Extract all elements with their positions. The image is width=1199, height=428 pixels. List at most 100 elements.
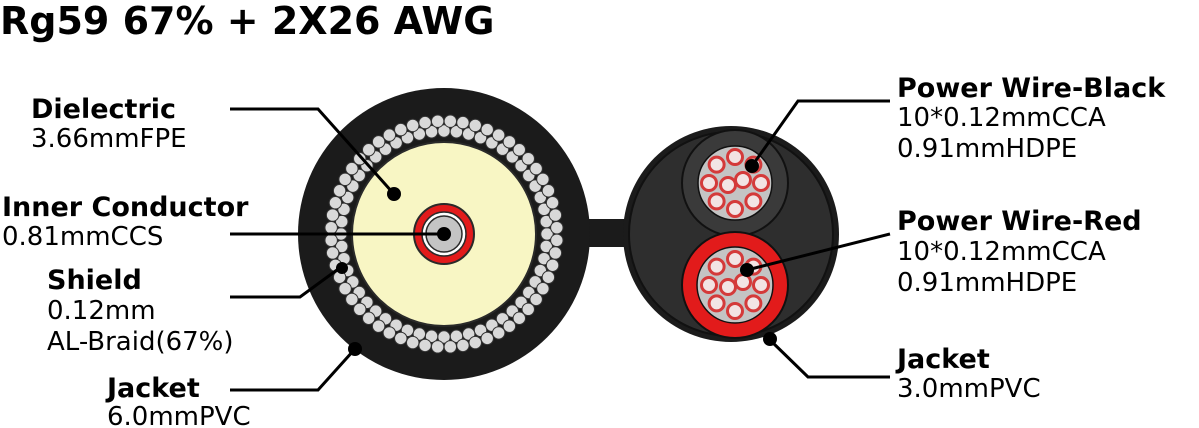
braid-strand <box>456 115 470 130</box>
label-power-black-line2: 0.91mmHDPE <box>897 134 1077 164</box>
braid-strand <box>338 281 352 296</box>
label-shield-line2: AL-Braid(67%) <box>47 327 234 357</box>
leader-dot-power-black <box>745 159 759 173</box>
braid-strand <box>512 311 526 325</box>
braid-strand <box>550 233 564 248</box>
red-wire-strands <box>700 250 770 320</box>
label-shield-name: Shield <box>47 265 142 296</box>
braid-strand <box>529 292 543 307</box>
braid-strand <box>502 135 517 149</box>
leader-jacket-left <box>230 348 356 392</box>
label-power-red: Power Wire-Red 10*0.12mmCCA 0.91mmHDPE <box>897 206 1142 298</box>
braid-strand <box>430 340 445 354</box>
braid-strand <box>491 128 506 142</box>
braid-strand <box>371 319 386 333</box>
label-jacket-left-name: Jacket <box>105 373 200 404</box>
label-jacket-left-line1: 6.0mmPVC <box>107 402 251 428</box>
label-inner-line1: 0.81mmCCS <box>2 222 163 252</box>
label-inner-name: Inner Conductor <box>2 192 249 223</box>
braid-strand <box>345 292 359 307</box>
braid-strand <box>545 196 560 210</box>
label-shield-line1: 0.12mm <box>47 296 156 326</box>
wire-strand <box>707 192 726 211</box>
braid-strand <box>541 270 556 284</box>
braid-strand <box>443 340 458 354</box>
diagram-title: Rg59 67% + 2X26 AWG <box>0 0 494 43</box>
wire-strand <box>752 174 770 192</box>
leader-lines <box>230 99 891 392</box>
label-power-red-line2: 0.91mmHDPE <box>897 268 1077 298</box>
label-power-red-line1: 10*0.12mmCCA <box>897 237 1106 267</box>
wire-strand <box>744 294 763 313</box>
braid-strand <box>521 152 535 166</box>
label-shield: Shield 0.12mm AL-Braid(67%) <box>47 265 234 357</box>
braid-strand <box>328 196 343 210</box>
braid-strand <box>371 135 386 149</box>
braid-strand <box>338 172 352 187</box>
leader-dot-shield <box>336 262 348 274</box>
braid-strand <box>430 114 445 128</box>
braid-strand <box>325 208 340 222</box>
braid-strand <box>443 114 458 128</box>
leader-dot-power-red <box>740 263 754 277</box>
braid-strand <box>345 161 359 176</box>
braid-strand <box>406 335 420 350</box>
leader-dielectric <box>230 107 395 194</box>
label-inner-conductor: Inner Conductor 0.81mmCCS <box>2 192 249 252</box>
braid-strand <box>541 184 556 198</box>
braid-strand <box>548 208 563 222</box>
label-power-black-name: Power Wire-Black <box>897 73 1166 104</box>
label-jacket-right-name: Jacket <box>895 344 990 375</box>
braid-strand <box>491 326 506 340</box>
label-jacket-right: Jacket 3.0mmPVC <box>895 344 1041 404</box>
braid-strand <box>512 143 526 157</box>
braid-strand <box>418 115 432 130</box>
wire-strand <box>734 171 752 189</box>
braid-strand <box>324 233 338 248</box>
braid-strand <box>539 214 553 229</box>
wire-strand <box>719 278 737 296</box>
label-dielectric-line1: 3.66mmFPE <box>31 124 187 154</box>
leader-power-black <box>750 99 890 167</box>
shield-braid <box>324 114 564 354</box>
leader-dot-jacket-left <box>348 342 362 356</box>
leader-dot-jacket-right <box>763 332 777 346</box>
wire-strand <box>719 176 737 194</box>
leader-dot-inner <box>437 227 451 241</box>
braid-strand <box>480 331 494 346</box>
braid-strand <box>536 281 550 296</box>
braid-strand <box>536 172 550 187</box>
braid-strand <box>529 161 543 176</box>
braid-strand <box>324 220 338 235</box>
wire-strand <box>744 192 763 211</box>
braid-strand <box>382 326 397 340</box>
braid-strand <box>362 311 376 325</box>
leader-power-red <box>746 232 891 272</box>
braid-strand <box>382 128 397 142</box>
braid-strand <box>521 302 535 316</box>
wire-strand <box>707 155 726 174</box>
braid-strand <box>468 335 482 350</box>
wire-strand <box>726 200 744 218</box>
braid-strand <box>394 122 408 137</box>
wire-strand <box>700 276 718 294</box>
label-power-red-name: Power Wire-Red <box>897 206 1142 237</box>
braid-strand <box>550 220 564 235</box>
label-jacket-left: Jacket 6.0mmPVC <box>105 373 251 428</box>
leader-dot-dielectric <box>387 187 401 201</box>
wire-strand <box>707 257 726 276</box>
wire-strand <box>707 294 726 313</box>
wire-strand <box>752 276 770 294</box>
leader-shield <box>230 265 342 299</box>
braid-strand <box>548 246 563 260</box>
braid-strand <box>325 246 340 260</box>
label-dielectric: Dielectric 3.66mmFPE <box>31 94 187 154</box>
wire-strand <box>700 174 718 192</box>
braid-strand <box>502 319 517 333</box>
braid-strand <box>353 152 367 166</box>
label-power-black: Power Wire-Black 10*0.12mmCCA 0.91mmHDPE <box>897 73 1166 164</box>
braid-strand <box>353 302 367 316</box>
braid-strand <box>418 338 432 353</box>
braid-strand <box>406 118 420 133</box>
braid-strand <box>332 184 347 198</box>
